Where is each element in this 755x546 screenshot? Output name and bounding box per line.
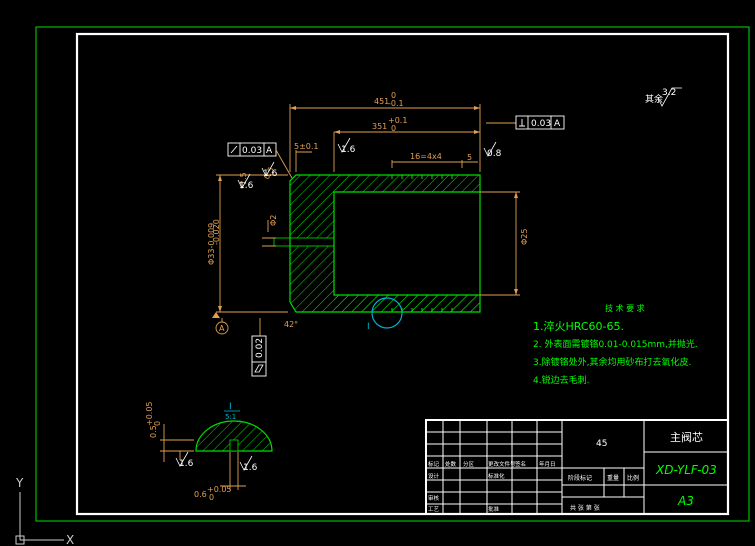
dim-arrows xyxy=(218,106,518,312)
fcf-runout[interactable]: 0.03 A xyxy=(515,115,565,130)
main-section-view[interactable]: 451 0 -0.1 351 +0.1 0 16=4x4 5 5±0.1 1.5… xyxy=(207,91,529,336)
dim-overall-tol-bottom: -0.1 xyxy=(388,99,404,108)
rough-sym-4 xyxy=(237,173,251,189)
ucs-y-label: Y xyxy=(15,476,24,490)
dim-slot-end[interactable]: 5 xyxy=(467,153,472,162)
technical-requirements[interactable]: 技 术 要 求 1.淬火HRC60-65. 2. 外表面需镀铬0.01-0.01… xyxy=(533,303,698,386)
detail-dim-lines xyxy=(160,424,246,490)
tb-sheet: 共 张 第 张 xyxy=(570,504,600,512)
notes-title: 技 术 要 求 xyxy=(605,303,645,313)
tb-r-process: 工艺 xyxy=(428,506,440,513)
note-3: 3.除镀铬处外,其余均用砂布打去氧化皮. xyxy=(533,356,691,368)
tb-material[interactable]: 45 xyxy=(596,439,607,449)
detail-width-tol-top: +0.05 xyxy=(207,485,232,494)
datum-a-letter: A xyxy=(219,324,225,333)
tb-size[interactable]: A3 xyxy=(677,494,694,508)
rough-sym-3 xyxy=(261,161,275,177)
detail-groove-outline xyxy=(195,420,273,452)
detail-callout-circle[interactable] xyxy=(371,297,403,329)
tb-r-std: 标准化 xyxy=(488,472,505,480)
roughness-symbols[interactable]: 1.6 0.8 1.6 1.6 其余 3.2 xyxy=(237,87,682,191)
detail-scale: 5:1 xyxy=(225,413,236,421)
rough-rest-value: 3.2 xyxy=(662,88,676,98)
tb-r-doc: 更改文件号 xyxy=(488,460,516,468)
datum-a-triangle xyxy=(212,312,220,318)
rough-rest-sym xyxy=(657,87,682,107)
detail-callout-label[interactable]: I xyxy=(367,322,370,332)
tb-part-name[interactable]: 主阀芯 xyxy=(670,430,703,444)
rough-3: 1.6 xyxy=(263,169,278,179)
detail-width[interactable]: 0.6 xyxy=(194,490,207,499)
fcf-perp-datum: A xyxy=(266,146,273,156)
fcf-perp-value: 0.03 xyxy=(242,146,262,156)
part-outline xyxy=(289,174,481,313)
hatch-bottom-wall xyxy=(334,295,480,312)
rough-2: 0.8 xyxy=(487,149,502,159)
dim-bore-dia[interactable]: Φ25 xyxy=(520,229,529,245)
fcf-perpendicularity[interactable]: 0.03 A xyxy=(227,142,293,179)
fcf-runout-datum: A xyxy=(554,119,561,129)
detail-rough-sym-2 xyxy=(239,455,253,471)
title-block[interactable]: 45 主阀芯 XD-YLF-03 A3 阶段标记 重量 比例 共 张 第 张 标… xyxy=(425,419,729,515)
tb-r-check: 审核 xyxy=(428,494,440,502)
detail-view[interactable]: I 5:1 0.5 +0.05 0 0.6 +0.05 0 1.6 1.6 xyxy=(145,401,273,502)
note-1: 1.淬火HRC60-65. xyxy=(533,319,624,333)
rough-1: 1.6 xyxy=(341,145,356,155)
dim-bore-tol-bottom: 0 xyxy=(391,124,396,133)
datum-a-circle[interactable] xyxy=(215,321,229,335)
tb-r-zone: 分区 xyxy=(463,460,475,468)
dim-chamfer[interactable]: 1.5 xyxy=(239,172,248,185)
ucs-icon: Y X xyxy=(15,476,74,546)
ucs-x-label: X xyxy=(66,533,74,546)
detail-depth-tol-bottom: 0 xyxy=(153,421,162,426)
detail-rough-sym-1 xyxy=(175,451,189,467)
dim-overall-tol-top: 0 xyxy=(391,91,396,100)
dim-overall-length[interactable]: 451 xyxy=(374,97,389,106)
tb-drawing-no[interactable]: XD-YLF-03 xyxy=(655,463,717,477)
grooves-top xyxy=(391,175,453,179)
rough-4: 1.6 xyxy=(239,181,254,191)
detail-groove-hatch xyxy=(196,421,272,451)
fcf-perp-leader xyxy=(275,149,293,179)
tb-r-design: 设计 xyxy=(428,472,440,480)
dim-bore-tol-top: +0.1 xyxy=(388,116,407,125)
dim-outer-dia-tol: -0.020 xyxy=(212,219,221,245)
detail-label: I xyxy=(229,402,232,412)
note-4: 4.锐边去毛刺. xyxy=(533,374,589,386)
detail-groove-notch xyxy=(229,439,239,452)
fcf-cyl-value: 0.02 xyxy=(255,338,265,358)
rough-rest-label: 其余 xyxy=(645,93,663,105)
dim-slot-pattern[interactable]: 16=4x4 xyxy=(410,152,442,161)
note-2: 2. 外表面需镀铬0.01-0.015mm,并抛光. xyxy=(533,338,698,350)
cross-hole xyxy=(273,237,335,247)
rough-sym-2 xyxy=(483,141,497,157)
tb-r-date: 年月日 xyxy=(539,460,556,468)
dim-outer-dia[interactable]: Φ33-0.009 xyxy=(207,223,216,265)
tb-r-sign: 签名 xyxy=(515,460,526,468)
detail-rough-2: 1.6 xyxy=(243,463,258,473)
paper-boundary xyxy=(35,26,750,522)
fcf-cylindricity[interactable]: 0.02 xyxy=(251,335,267,377)
drawing-border xyxy=(75,32,730,516)
rough-sym-1 xyxy=(337,137,351,153)
detail-width-tol-bottom: 0 xyxy=(209,493,214,502)
tb-scale: 比例 xyxy=(627,474,639,482)
tb-weight: 重量 xyxy=(607,474,619,482)
detail-depth-tol-top: +0.05 xyxy=(145,401,154,426)
detail-depth[interactable]: 0.5 xyxy=(149,425,158,438)
fcf-runout-value: 0.03 xyxy=(531,119,551,129)
dim-step[interactable]: 5±0.1 xyxy=(294,142,319,151)
bore-outline xyxy=(333,191,480,296)
dim-hole[interactable]: Φ2 xyxy=(269,215,278,226)
tb-r-count: 处数 xyxy=(445,460,457,468)
hatch-top-wall xyxy=(290,175,480,192)
tb-stage-mark: 阶段标记 xyxy=(568,474,592,482)
detail-rough-1: 1.6 xyxy=(179,459,194,469)
dim-angle[interactable]: 42° xyxy=(284,320,298,329)
tb-r-mark: 标记 xyxy=(428,460,440,468)
dim-lines xyxy=(216,104,520,336)
tb-r-approve: 批准 xyxy=(488,505,500,513)
dim-bore-length[interactable]: 351 xyxy=(372,122,387,131)
